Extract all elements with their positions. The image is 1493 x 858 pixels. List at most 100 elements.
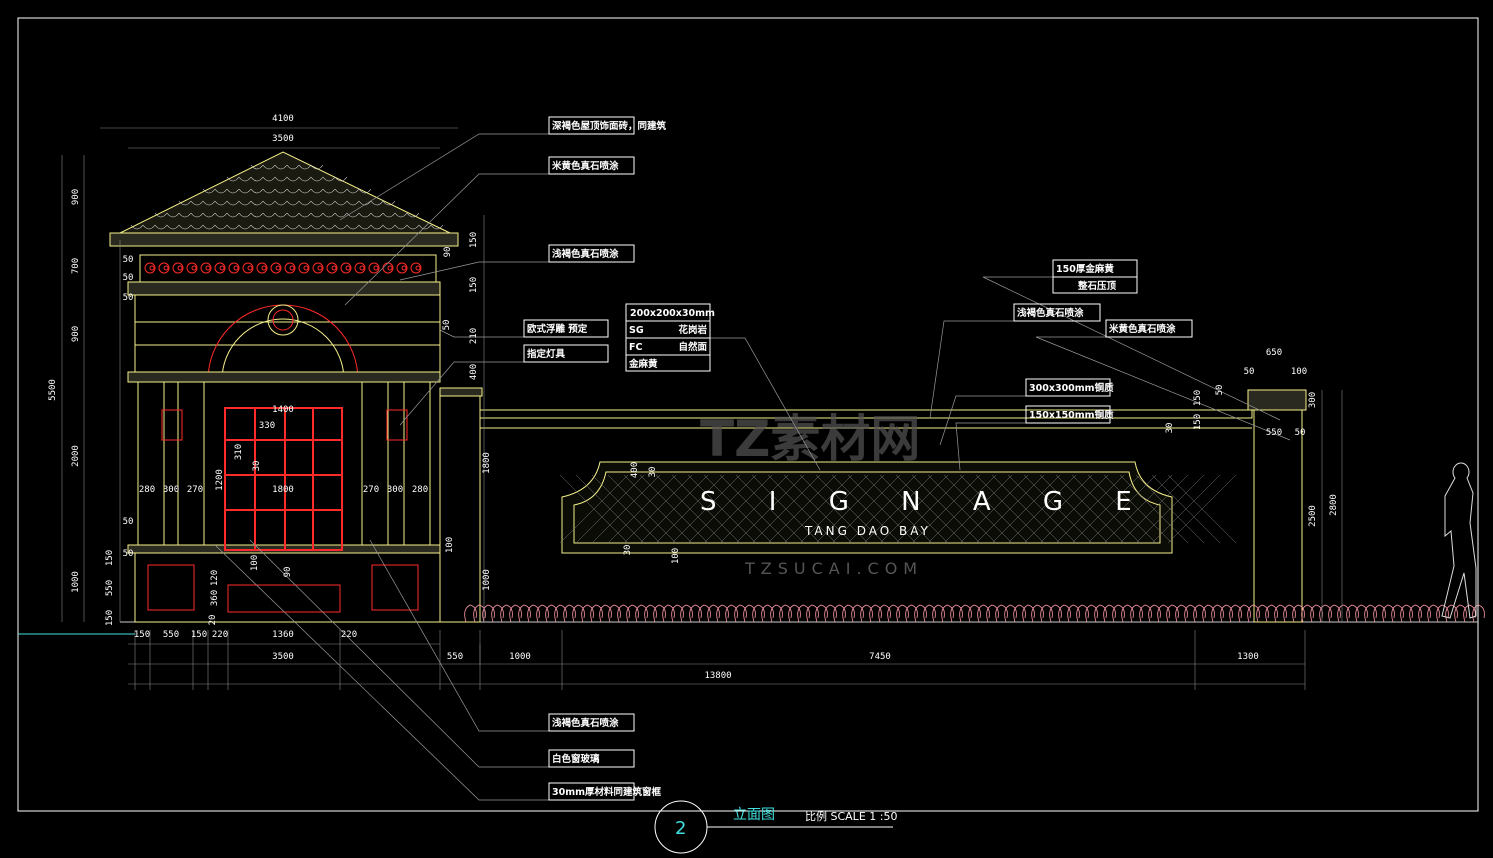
human-figure	[1441, 462, 1477, 619]
shrub	[824, 604, 837, 623]
callout-box	[1105, 319, 1193, 338]
dimension-label: 90	[283, 567, 293, 578]
shrub	[1220, 604, 1233, 623]
hatch-line	[911, 474, 981, 544]
hatch-line	[815, 474, 885, 544]
roof-tile	[382, 200, 396, 206]
roof-tile	[358, 212, 372, 218]
material-name: 花岗岩	[678, 324, 707, 336]
dimension-label: 5500	[48, 379, 58, 401]
roof-tile	[178, 224, 192, 230]
shrub	[1292, 604, 1305, 623]
roof-tile	[322, 224, 336, 230]
spiral-core	[401, 265, 407, 271]
spiral	[270, 262, 282, 274]
callout-box	[548, 244, 635, 263]
roof-tile	[202, 188, 216, 194]
shrub	[464, 604, 477, 623]
signage-text: S I G N A G E	[700, 487, 1154, 517]
callout-box	[1025, 405, 1111, 424]
shrub	[635, 604, 648, 623]
shrub	[1049, 604, 1062, 623]
shrub	[1157, 604, 1170, 623]
hatch-line	[1007, 474, 1077, 544]
watermark-url: TZSUCAI.COM	[744, 559, 923, 578]
roof-tile	[190, 224, 204, 230]
roof-tile	[298, 164, 312, 170]
roof-tile	[346, 224, 360, 230]
leader-line	[929, 320, 1100, 419]
hatch-line	[863, 474, 933, 544]
dimension-label: 3500	[272, 134, 294, 144]
spiral-core	[317, 265, 323, 271]
dimension-label: 50	[123, 273, 134, 283]
shrub	[851, 604, 864, 623]
roof-tile	[238, 212, 252, 218]
roof-tile	[370, 200, 384, 206]
spiral-core	[177, 265, 183, 271]
dimension-label: 30	[648, 467, 658, 478]
spiral-core	[219, 265, 225, 271]
dimension-label: 20	[208, 615, 218, 626]
arch	[207, 304, 359, 381]
lamp-right	[386, 409, 408, 441]
dimension-label: 150	[191, 630, 207, 640]
shrub	[1364, 604, 1377, 623]
dimension-label: 150	[469, 232, 479, 248]
spiral-core	[275, 265, 281, 271]
roof-tile	[226, 188, 240, 194]
roof-tile	[178, 212, 192, 218]
shrub	[1193, 604, 1206, 623]
roof-tile	[346, 212, 360, 218]
shrub	[1346, 604, 1359, 623]
roof-tile	[406, 224, 420, 230]
roof	[119, 151, 451, 234]
roof-tile	[418, 224, 432, 230]
dimension-label: 100	[671, 548, 681, 564]
roof-tile	[346, 200, 360, 206]
hatch-line	[1023, 474, 1093, 544]
shrub	[1031, 604, 1044, 623]
roof-tile	[310, 164, 324, 170]
dimension-label: 330	[259, 421, 275, 431]
callout-box	[1052, 276, 1138, 294]
shrub	[1301, 604, 1314, 623]
roof-tile	[214, 212, 228, 218]
hatch-line	[751, 474, 821, 544]
roof-tiles	[130, 164, 444, 230]
shrub	[869, 604, 882, 623]
base-panel-left	[147, 564, 195, 611]
roof-tile	[286, 188, 300, 194]
callout-label: 米黄色真石喷涂	[1108, 323, 1176, 335]
roof-tile	[298, 224, 312, 230]
roof-tile	[190, 200, 204, 206]
hatch-line	[1055, 474, 1125, 544]
roof-tile	[334, 188, 348, 194]
roof-tile	[202, 224, 216, 230]
column-right-1	[361, 379, 389, 546]
shrub	[1067, 604, 1080, 623]
roof-tile	[382, 212, 396, 218]
callout-label: 深褐色屋顶饰面砖，同建筑	[552, 120, 667, 132]
dimension-label: 400	[630, 462, 640, 478]
hatch-line	[575, 474, 645, 544]
shrub	[1256, 604, 1269, 623]
wall-coping	[479, 409, 1253, 419]
dimension-label: 1000	[482, 569, 492, 591]
spiral	[284, 262, 296, 274]
hatch-line	[767, 474, 837, 544]
dimension-label: 100	[445, 537, 455, 553]
shrub	[1274, 604, 1287, 623]
shrub	[1112, 604, 1125, 623]
drawing-frame	[17, 17, 1479, 812]
shrub	[680, 604, 693, 623]
shrub	[977, 604, 990, 623]
spiral-core	[345, 265, 351, 271]
spiral-core	[247, 265, 253, 271]
shrub	[536, 604, 549, 623]
roof-tile	[274, 212, 288, 218]
upper-wall	[134, 294, 441, 376]
hatch-line	[1151, 474, 1221, 544]
roof-tile	[286, 164, 300, 170]
